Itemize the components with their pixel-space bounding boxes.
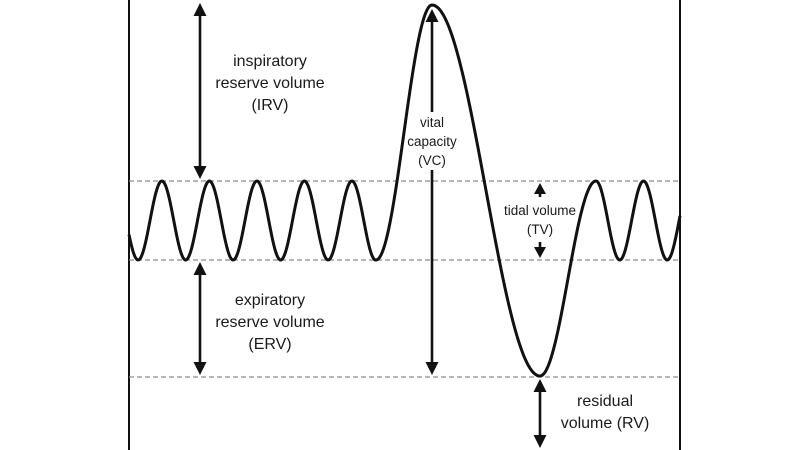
rv-label-line-1: residual [577, 393, 633, 410]
irv-label-line-1: inspiratory [233, 53, 307, 70]
irv-label-line-3: (IRV) [251, 97, 288, 114]
rv-label-line-2: volume (RV) [561, 415, 650, 432]
tv-label-line-2: (TV) [527, 222, 553, 237]
rv-arrow [533, 379, 547, 448]
irv-arrow [193, 3, 207, 179]
erv-label-line-1: expiratory [235, 292, 305, 309]
tv-arrow [534, 183, 546, 258]
breathing-waveform [127, 3, 682, 378]
vc-label-line-1: vital [420, 115, 444, 130]
vc-arrow [425, 9, 439, 375]
erv-label-line-3: (ERV) [248, 336, 291, 353]
vc-label-line-2: capacity [407, 134, 457, 149]
erv-label-line-2: reserve volume [215, 314, 324, 331]
vc-label: vital capacity (VC) [407, 115, 457, 168]
tv-label-line-1: tidal volume [504, 203, 576, 218]
tv-label: tidal volume (TV) [504, 203, 576, 237]
rv-label: residual volume (RV) [561, 393, 650, 432]
erv-label: expiratory reserve volume (ERV) [215, 292, 324, 353]
irv-label: inspiratory reserve volume (IRV) [215, 53, 324, 114]
irv-label-line-2: reserve volume [215, 75, 324, 92]
vc-label-line-3: (VC) [418, 153, 446, 168]
erv-arrow [193, 262, 207, 375]
